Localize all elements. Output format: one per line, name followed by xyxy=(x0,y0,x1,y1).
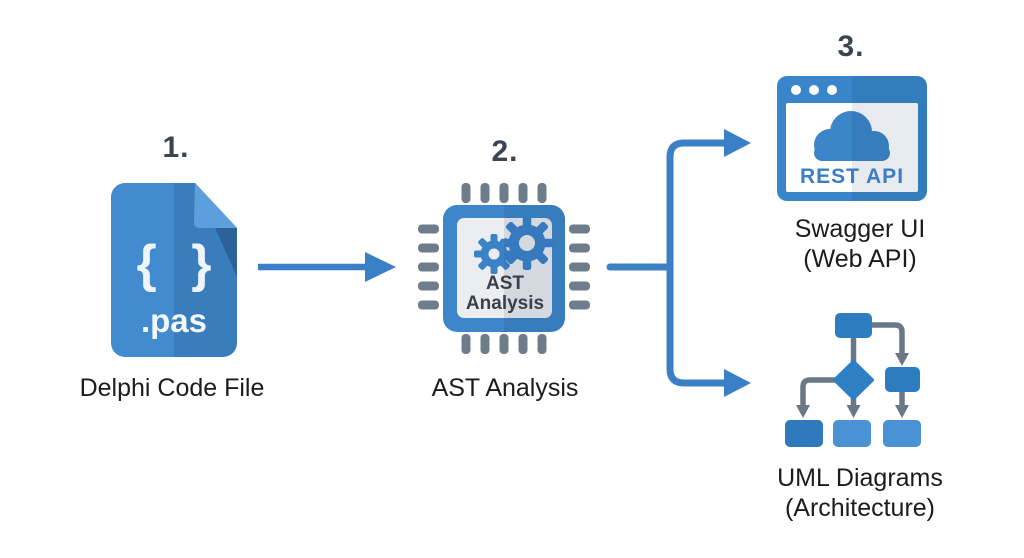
chip-to-outputs-branch-arrows xyxy=(606,129,751,397)
uml-node-bottom-mid xyxy=(833,420,871,447)
uml-node-mid-right xyxy=(885,367,920,392)
chip-icon xyxy=(418,183,590,354)
step2-label: AST Analysis xyxy=(431,374,579,402)
uml-arrowheads xyxy=(796,353,909,418)
chip-pins xyxy=(418,183,590,354)
file-to-chip-arrow xyxy=(258,252,396,282)
uml-node-bottom-left xyxy=(785,420,823,447)
file-fold-flap xyxy=(194,183,237,228)
chip-shade-right xyxy=(504,205,565,332)
step3-number: 3. xyxy=(837,30,865,63)
step2-number: 2. xyxy=(491,135,519,168)
output-api-label-line1: Swagger UI xyxy=(794,215,926,243)
chip-text-line2: Analysis xyxy=(465,293,545,314)
uml-node-bottom-right xyxy=(883,420,921,447)
step1-label: Delphi Code File xyxy=(79,374,265,402)
file-extension-text: .pas xyxy=(140,302,208,339)
output-uml-label-line2: (Architecture) xyxy=(784,494,936,522)
uml-connectors xyxy=(800,322,905,406)
uml-node-top xyxy=(835,313,872,338)
output-api-label-line2: (Web API) xyxy=(803,245,917,273)
browser-dots xyxy=(791,85,837,95)
chip-text-line1: AST xyxy=(486,273,524,294)
output-uml-label-line1: UML Diagrams xyxy=(777,464,943,492)
uml-flowchart-icon xyxy=(785,313,921,447)
file-braces-glyph: { } xyxy=(136,235,222,293)
browser-cloud-icon xyxy=(777,76,927,201)
pas-file-icon xyxy=(111,183,237,357)
browser-shade-right xyxy=(852,76,927,201)
gears-icon xyxy=(474,216,554,274)
uml-node-diamond xyxy=(833,360,874,400)
rest-api-badge: REST API xyxy=(799,165,905,188)
cloud-icon xyxy=(814,111,890,161)
step1-number: 1. xyxy=(162,131,190,164)
